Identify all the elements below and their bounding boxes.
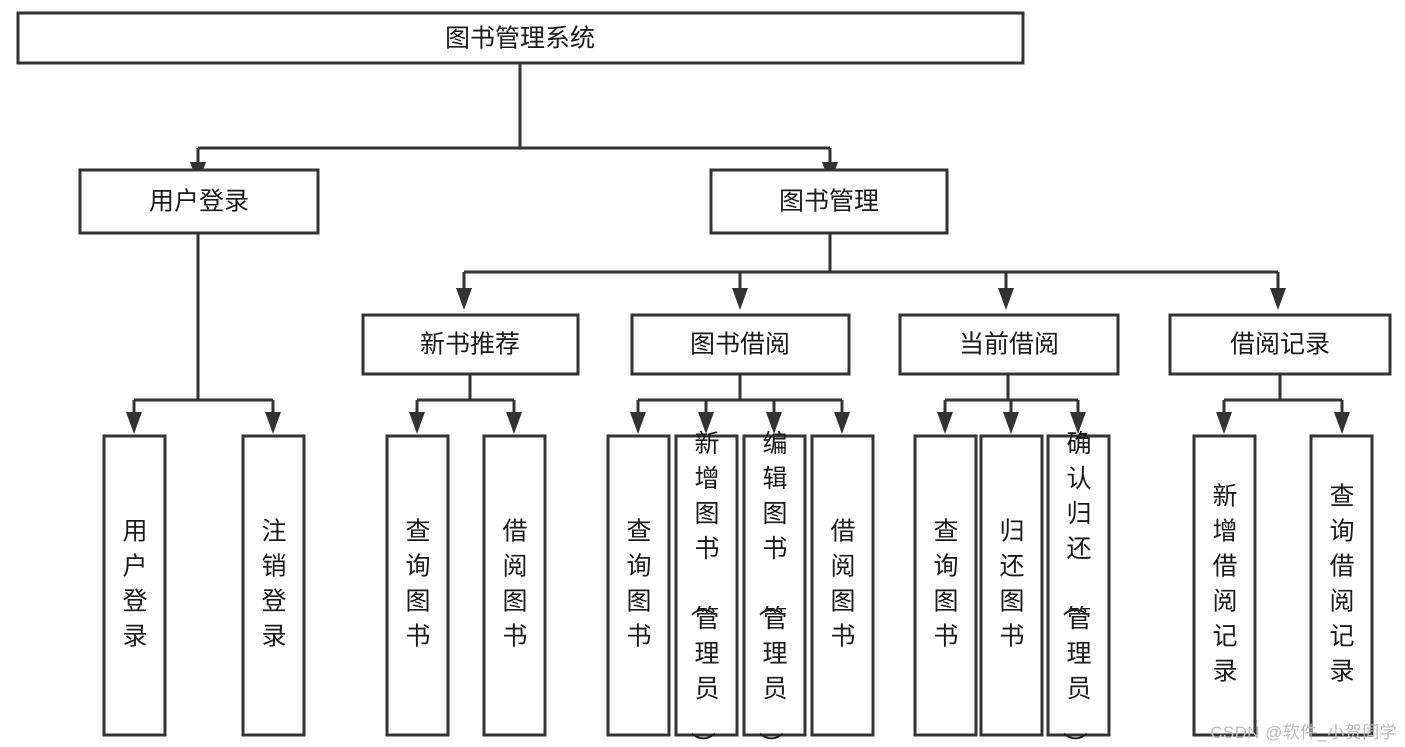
edge-newbookrec-to-leaf-bus	[415, 374, 516, 412]
arrowhead-to-leaf-borrow-book-1	[506, 412, 522, 434]
arrowhead-to-leaf-return-book	[1003, 412, 1019, 434]
node-leaf-edit-book-box[interactable]	[742, 434, 807, 737]
node-leaf-query-book-3-label: 查询图书	[933, 517, 958, 650]
arrowhead-to-leaf-edit-book	[766, 412, 782, 434]
node-book-manage-label: 图书管理	[779, 188, 879, 216]
node-leaf-user-login-label: 用户登录	[122, 517, 147, 650]
node-leaf-user-login[interactable]: 用户登录	[102, 434, 167, 737]
node-leaf-query-book-1-label: 查询图书	[405, 517, 430, 650]
node-leaf-logout[interactable]: 注销登录	[241, 434, 306, 737]
node-leaf-query-book-2-box[interactable]	[606, 434, 671, 737]
node-leaf-borrow-book-2-label: 借阅图书	[830, 517, 855, 650]
csdn-watermark: CSDN @软件_小贺同学	[1210, 723, 1397, 742]
node-leaf-edit-book[interactable]: 编辑图书（管理员）	[742, 430, 807, 747]
edge-root-to-level2-bus	[196, 63, 832, 162]
arrowhead-to-leaf-query-book-2	[630, 412, 646, 434]
node-leaf-return-book[interactable]: 归还图书	[979, 434, 1044, 737]
arrowhead-to-book-borrow	[732, 288, 748, 310]
node-leaf-query-book-3[interactable]: 查询图书	[913, 434, 978, 737]
node-leaf-query-book-1-box[interactable]	[385, 434, 450, 737]
node-leaf-edit-book-label: 编辑图书（管理员）	[756, 430, 787, 747]
node-leaf-add-record-label: 新增借阅记录	[1212, 482, 1237, 685]
node-user-login-label: 用户登录	[149, 188, 249, 216]
node-book-borrow[interactable]: 图书借阅	[630, 313, 851, 376]
node-current-borrow[interactable]: 当前借阅	[898, 313, 1120, 376]
node-leaf-confirm-return[interactable]: 确认归还（管理员）	[1046, 430, 1111, 747]
node-leaf-add-book-label: 新增图书（管理员）	[688, 430, 719, 747]
node-leaf-query-book-2[interactable]: 查询图书	[606, 434, 671, 737]
node-new-book-rec[interactable]: 新书推荐	[361, 313, 580, 376]
node-leaf-add-record-box[interactable]	[1192, 434, 1257, 737]
arrowhead-to-current-borrow	[998, 288, 1014, 310]
node-leaf-add-record[interactable]: 新增借阅记录	[1192, 434, 1257, 737]
node-book-manage[interactable]: 图书管理	[709, 168, 949, 235]
node-book-borrow-box[interactable]	[630, 313, 851, 376]
node-book-borrow-label: 图书借阅	[690, 331, 790, 359]
arrowhead-to-leaf-query-book-3	[937, 412, 953, 434]
node-leaf-borrow-book-2[interactable]: 借阅图书	[810, 434, 875, 737]
arrowhead-to-leaf-logout	[265, 412, 281, 434]
node-new-book-rec-label: 新书推荐	[420, 331, 520, 359]
edge-borrowrecord-to-leaf-bus	[1222, 374, 1344, 412]
node-leaf-query-book-2-label: 查询图书	[626, 517, 651, 650]
arrowhead-to-leaf-confirm-return	[1070, 412, 1086, 434]
arrowhead-to-leaf-user-login	[126, 412, 142, 434]
node-book-manage-box[interactable]	[709, 168, 949, 235]
node-current-borrow-box[interactable]	[898, 313, 1120, 376]
node-leaf-query-record-box[interactable]	[1309, 434, 1374, 737]
node-leaf-return-book-label: 归还图书	[999, 517, 1024, 650]
edge-currentborrow-to-leaf-bus	[943, 374, 1080, 412]
node-leaf-return-book-box[interactable]	[979, 434, 1044, 737]
node-root-label: 图书管理系统	[445, 25, 595, 53]
arrowhead-to-leaf-query-record	[1334, 412, 1350, 434]
node-borrow-record[interactable]: 借阅记录	[1168, 313, 1392, 376]
node-leaf-user-login-box[interactable]	[102, 434, 167, 737]
node-root[interactable]: 图书管理系统	[16, 11, 1025, 65]
edge-bookborrow-to-leaf-bus	[636, 374, 844, 412]
node-leaf-query-record[interactable]: 查询借阅记录	[1309, 434, 1374, 737]
arrowhead-to-new-book-rec	[456, 288, 472, 310]
node-leaf-borrow-book-1-box[interactable]	[482, 434, 547, 737]
node-leaf-add-book-box[interactable]	[674, 434, 739, 737]
node-current-borrow-label: 当前借阅	[959, 331, 1059, 359]
node-root-box[interactable]	[16, 11, 1025, 65]
node-leaf-query-book-3-box[interactable]	[913, 434, 978, 737]
node-leaf-borrow-book-1[interactable]: 借阅图书	[482, 434, 547, 737]
node-leaf-borrow-book-2-box[interactable]	[810, 434, 875, 737]
node-new-book-rec-box[interactable]	[361, 313, 580, 376]
arrowhead-to-leaf-add-record	[1216, 412, 1232, 434]
node-leaf-query-record-label: 查询借阅记录	[1329, 482, 1354, 685]
node-leaf-confirm-return-box[interactable]	[1046, 434, 1111, 737]
edge-userlogin-to-leaf-bus	[132, 233, 275, 412]
connector-layer	[126, 63, 1350, 434]
node-leaf-borrow-book-1-label: 借阅图书	[502, 517, 527, 650]
node-borrow-record-label: 借阅记录	[1230, 331, 1330, 359]
arrowhead-to-leaf-borrow-book-2	[834, 412, 850, 434]
arrowhead-to-leaf-add-book	[698, 412, 714, 434]
node-leaf-logout-box[interactable]	[241, 434, 306, 737]
node-borrow-record-box[interactable]	[1168, 313, 1392, 376]
arrowhead-to-leaf-query-book-1	[409, 412, 425, 434]
edge-bookmanage-to-level3-bus	[462, 233, 1280, 288]
node-leaf-logout-label: 注销登录	[261, 517, 286, 650]
node-leaf-add-book[interactable]: 新增图书（管理员）	[674, 430, 739, 747]
node-user-login-box[interactable]	[78, 168, 320, 235]
arrowhead-to-borrow-record	[1270, 288, 1286, 310]
node-user-login[interactable]: 用户登录	[78, 168, 320, 235]
node-leaf-confirm-return-label: 确认归还（管理员）	[1060, 430, 1091, 747]
node-leaf-query-book-1[interactable]: 查询图书	[385, 434, 450, 737]
